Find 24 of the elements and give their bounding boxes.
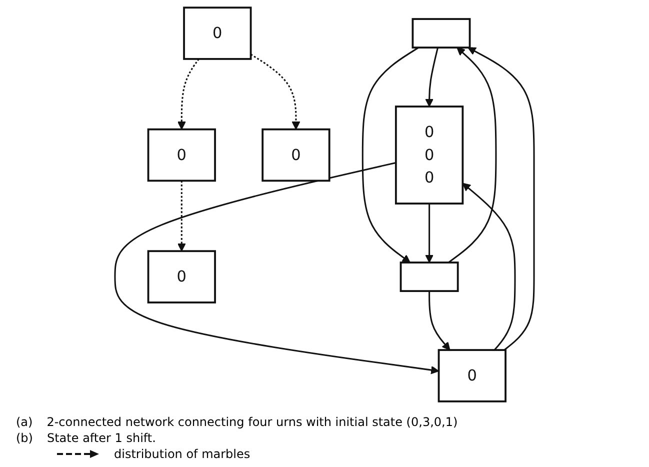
arrow [468, 47, 535, 351]
node-box [400, 262, 459, 292]
legend-text: distribution of marbles [114, 447, 250, 461]
node-box: 0 [262, 128, 330, 182]
arrow [177, 180, 186, 252]
arrow [428, 291, 450, 350]
arrow [114, 162, 440, 374]
node-box: 0 [147, 128, 216, 182]
arrow [425, 47, 439, 107]
arrow [177, 58, 200, 130]
caption-text: 2-connected network connecting four urns with initial state (0,3,0,1) [46, 415, 458, 429]
arrow [448, 47, 497, 264]
panel-label: (b) [16, 431, 33, 445]
arrow [462, 182, 516, 351]
panel-label: (a) [16, 415, 33, 429]
caption-text: State after 1 shift. [46, 431, 156, 445]
arrow [362, 46, 419, 263]
arrow [250, 54, 300, 130]
node-box: 0 [147, 250, 216, 304]
arrow [425, 204, 434, 263]
node-box: 0 [438, 349, 506, 402]
node-box: 0 0 0 [394, 106, 464, 204]
node-box: 0 [183, 6, 252, 60]
node-box [412, 18, 471, 49]
